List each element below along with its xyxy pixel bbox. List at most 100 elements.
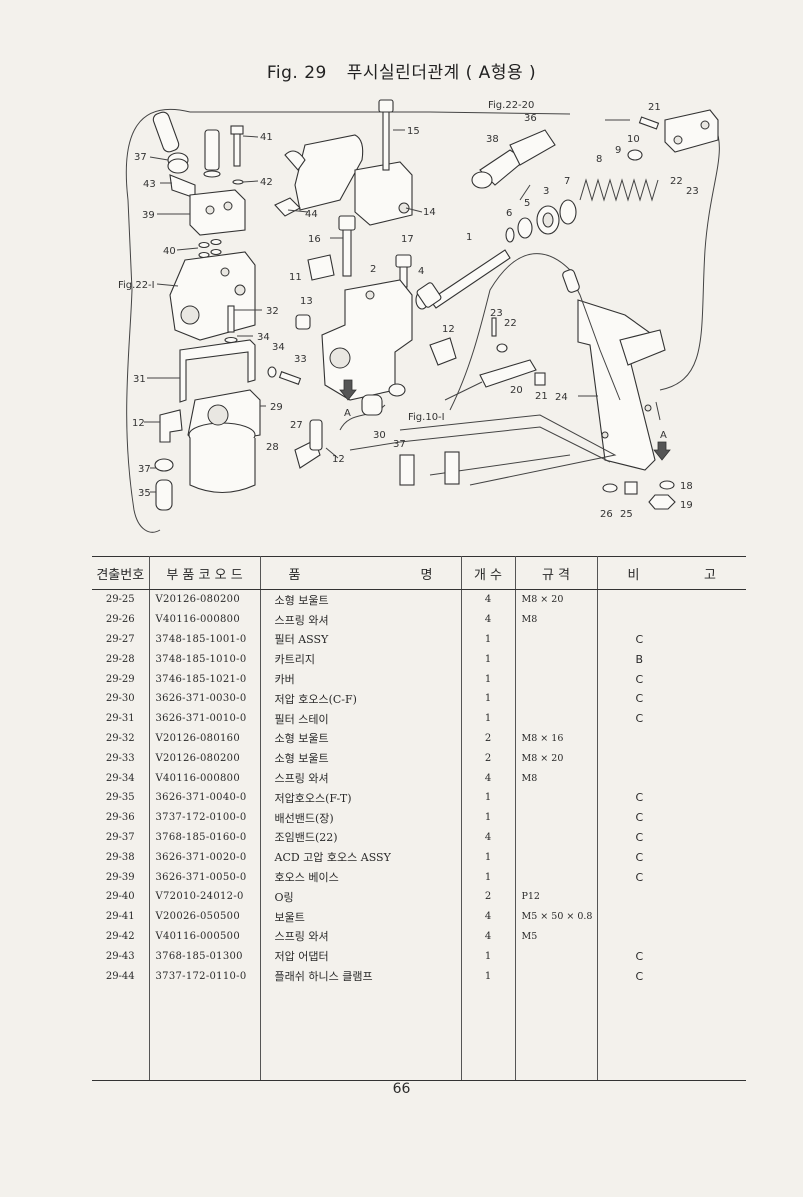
part-name-cell: 필터 ASSY	[260, 629, 462, 650]
table-blank-row	[92, 985, 746, 1081]
callout-23b: 23	[490, 308, 503, 319]
callout-29: 29	[270, 402, 283, 413]
part-code-cell: V40116-000800	[149, 609, 261, 630]
o-ring-part	[210, 248, 222, 256]
remark-cell	[597, 610, 746, 630]
header-index-number: 견출번호	[92, 556, 150, 590]
quantity-cell: 4	[461, 768, 516, 788]
index-number-cell: 29-40	[92, 886, 150, 907]
bushing-bore	[542, 212, 554, 228]
bracket-part	[444, 451, 460, 485]
cylinder-block	[354, 161, 413, 226]
link-plate	[664, 109, 719, 153]
header-part-code: 부 품 코 오 드	[149, 556, 261, 590]
quantity-cell: 1	[461, 708, 516, 729]
part-name-cell: 플래쉬 하니스 클램프	[260, 966, 462, 986]
index-number-cell: 29-36	[92, 807, 150, 828]
quantity-cell: 1	[461, 669, 516, 689]
rod-collar	[416, 282, 442, 308]
part-name-cell: O링	[260, 886, 462, 907]
part-name-cell: 소형 보울트	[260, 589, 462, 610]
callout-6: 6	[506, 208, 512, 219]
spec-cell: M5 × 50 × 0.8	[515, 906, 598, 927]
hose-part	[361, 394, 383, 416]
callout-19: 19	[680, 500, 693, 511]
index-number-cell: 29-33	[92, 748, 150, 769]
callout-28: 28	[266, 442, 279, 453]
washer-part	[267, 366, 277, 378]
fitting-part	[309, 419, 323, 451]
pedal-bracket	[577, 299, 661, 471]
quantity-cell: 2	[461, 728, 516, 749]
spec-cell	[515, 787, 598, 808]
callout-23: 23	[686, 186, 699, 197]
remark-cell: B	[635, 652, 644, 666]
clamp-part	[274, 197, 301, 217]
part-code-cell: 3626-371-0020-0	[149, 847, 261, 868]
part-name-cell: 스프링 와셔	[260, 609, 462, 630]
hose-base-block	[189, 189, 246, 236]
callout-34: 34	[257, 332, 270, 343]
leader-lines	[144, 119, 661, 493]
callout-21: 21	[648, 102, 661, 113]
callout-35: 35	[138, 488, 151, 499]
washer-part	[203, 170, 221, 178]
quantity-cell: 2	[461, 748, 516, 769]
header-part-name-b: 명	[365, 556, 462, 590]
header-part-name-a: 품	[260, 556, 365, 590]
callout-15: 15	[407, 126, 420, 137]
blank-cell	[515, 985, 598, 1081]
quantity-cell: 1	[461, 807, 516, 828]
fitting-part	[307, 254, 335, 281]
quantity-cell: 1	[461, 966, 516, 986]
spec-cell: M8	[515, 768, 598, 788]
callout-a: A	[344, 408, 351, 419]
callout-a-b: A	[660, 430, 667, 441]
filter-stay	[179, 339, 256, 403]
o-ring-part	[505, 227, 515, 243]
quantity-cell: 1	[461, 867, 516, 887]
callout-41: 41	[260, 132, 273, 143]
band-part	[167, 158, 189, 174]
part-code-cell: 3737-172-0100-0	[149, 807, 261, 828]
callout-fig22-20: Fig.22-20	[488, 100, 534, 111]
plug-part	[295, 314, 311, 330]
fitting-part	[159, 409, 183, 443]
bracket-part	[399, 454, 415, 486]
callout-37c: 37	[393, 439, 406, 450]
callout-20: 20	[510, 385, 523, 396]
spec-cell: P12	[515, 886, 598, 907]
callout-3: 3	[543, 186, 549, 197]
part-code-cell: 3768-185-01300	[149, 946, 261, 967]
index-number-cell: 29-37	[92, 827, 150, 848]
hose-part	[155, 479, 173, 511]
bolt-head	[338, 215, 356, 231]
quantity-cell: 1	[461, 787, 516, 808]
quantity-cell: 1	[461, 946, 516, 967]
callout-37: 37	[134, 152, 147, 163]
bracket-arm	[619, 329, 666, 366]
hose-line	[125, 108, 191, 533]
part-name-cell: 필터 스테이	[260, 708, 462, 729]
remark-cell: C	[635, 672, 644, 686]
callout-25: 25	[620, 509, 633, 520]
index-number-cell: 29-39	[92, 867, 150, 887]
pump-block	[169, 251, 256, 341]
spec-cell	[515, 669, 598, 689]
link-part	[479, 359, 537, 388]
band-part	[388, 383, 406, 397]
cable-line	[444, 381, 483, 401]
callout-18: 18	[680, 481, 693, 492]
callout-43: 43	[143, 179, 156, 190]
nut-part	[648, 494, 676, 510]
